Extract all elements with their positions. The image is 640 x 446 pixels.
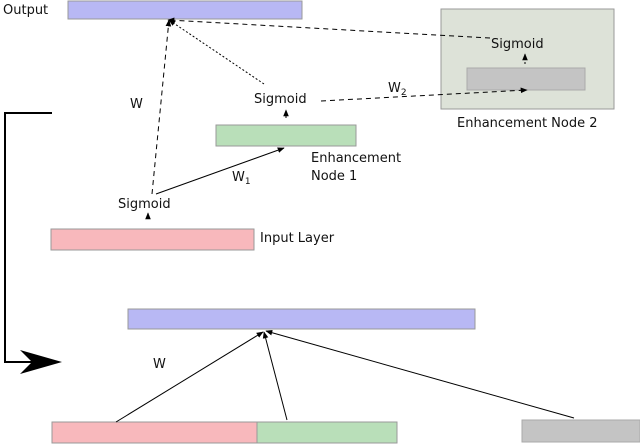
arrow-bottom-enh1-to-output (262, 331, 288, 421)
arrow-sigmoid-to-output-dashed (151, 19, 172, 195)
sigmoid-input-label: Sigmoid (118, 197, 171, 212)
w-bottom-label: W (153, 357, 166, 372)
enhancement-node-1-bar (215, 124, 357, 147)
arrow-enh1-sigmoid-to-output (168, 19, 265, 85)
output-label: Output (3, 3, 48, 18)
enhancement-node-1-label-line2: Node 1 (311, 169, 357, 184)
arrow-bottom-enh2-to-output (265, 330, 575, 419)
bottom-enhancement-1-bar (256, 421, 398, 444)
sigmoid-enh1-label: Sigmoid (254, 92, 307, 107)
output-layer-bar (67, 0, 303, 20)
enhancement-node-2-label: Enhancement Node 2 (457, 116, 598, 131)
enhancement-node-1-label-line1: Enhancement (311, 151, 401, 166)
w1-label: W1 (232, 170, 251, 187)
transition-bracket (4, 112, 52, 363)
w2-label: W2 (388, 81, 407, 98)
input-layer-label: Input Layer (260, 231, 335, 246)
input-layer-bar (50, 228, 255, 251)
enhancement-node-2-bar (466, 67, 586, 91)
sigmoid-enh2-label: Sigmoid (491, 37, 544, 52)
arrow-bottom-input-to-output (115, 331, 264, 423)
arrow-enh1-sigmoid-to-enh2 (320, 87, 528, 102)
bottom-enhancement-2-bar (521, 419, 640, 443)
transition-arrowhead (20, 350, 62, 374)
arrow-sigmoid-to-enh1 (155, 147, 285, 195)
w-main-label: W (130, 97, 143, 112)
bottom-output-bar (127, 308, 476, 330)
enhancement-node-2-panel (440, 8, 615, 110)
bottom-input-bar (51, 421, 258, 444)
